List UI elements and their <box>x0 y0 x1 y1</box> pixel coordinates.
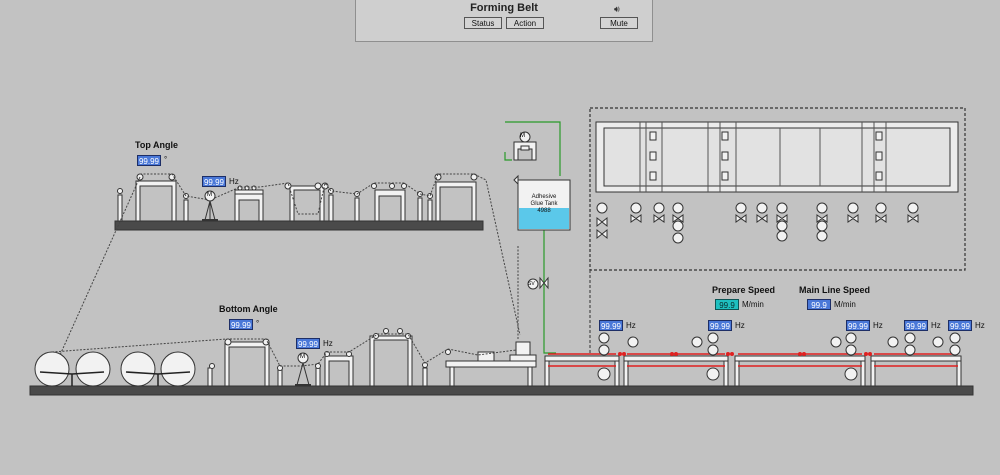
roll-1 <box>34 351 70 387</box>
line-motor-3-value[interactable]: 99.99 <box>846 320 870 331</box>
line-motor-1-unit: Hz <box>626 321 636 330</box>
status-button[interactable]: Status <box>464 17 502 29</box>
bottom-frame-4 <box>445 360 537 368</box>
bottom-motor-value[interactable]: 99.99 <box>296 338 320 349</box>
page-title: Forming Belt <box>470 2 538 14</box>
bottom-angle-unit: ° <box>256 319 260 328</box>
roll-2 <box>75 351 111 387</box>
line-motor-5-unit: Hz <box>975 321 985 330</box>
enclosure <box>589 107 966 271</box>
top-motor-value[interactable]: 99.99 <box>202 176 226 187</box>
main-line-speed-unit: M/min <box>834 300 856 309</box>
top-angle-value[interactable]: 99.99 <box>137 155 161 166</box>
bottom-platform <box>29 385 974 396</box>
line-motor-1-value[interactable]: 99.99 <box>599 320 623 331</box>
top-angle-label: Top Angle <box>135 140 178 150</box>
top-platform <box>114 220 484 231</box>
header-panel: Forming Belt 🔊︎ Status Action Mute <box>355 0 653 42</box>
glue-valve-label: SV <box>528 281 535 287</box>
line-motor-5-value[interactable]: 99.99 <box>948 320 972 331</box>
top-motor-label: M <box>207 192 212 198</box>
glue-tank-label: Adhesive Glue Tank 4988 <box>518 194 570 215</box>
prepare-speed-label: Prepare Speed <box>712 285 776 295</box>
speaker-icon[interactable]: 🔊︎ <box>614 4 620 14</box>
glue-tank-value: 4988 <box>537 208 551 214</box>
glue-pump-motor-label: M <box>520 133 525 139</box>
line-motor-2-unit: Hz <box>735 321 745 330</box>
line-motor-3-unit: Hz <box>873 321 883 330</box>
bottom-angle-label: Bottom Angle <box>219 304 278 314</box>
mute-button[interactable]: Mute <box>600 17 638 29</box>
top-motor-unit: Hz <box>229 177 239 186</box>
top-angle-unit: ° <box>164 155 168 164</box>
line-motor-2-value[interactable]: 99.99 <box>708 320 732 331</box>
prepare-speed-value[interactable]: 99.9 <box>715 299 739 310</box>
bottom-motor-label: M <box>300 354 305 360</box>
main-line-speed-value[interactable]: 99.9 <box>807 299 831 310</box>
action-button[interactable]: Action <box>506 17 544 29</box>
line-motor-4-value[interactable]: 99.99 <box>904 320 928 331</box>
line-motor-4-unit: Hz <box>931 321 941 330</box>
bottom-angle-value[interactable]: 99.99 <box>229 319 253 330</box>
main-line-speed-label: Main Line Speed <box>799 285 871 295</box>
roll-4 <box>160 351 196 387</box>
bottom-motor-unit: Hz <box>323 339 333 348</box>
roll-3 <box>120 351 156 387</box>
prepare-speed-unit: M/min <box>742 300 764 309</box>
